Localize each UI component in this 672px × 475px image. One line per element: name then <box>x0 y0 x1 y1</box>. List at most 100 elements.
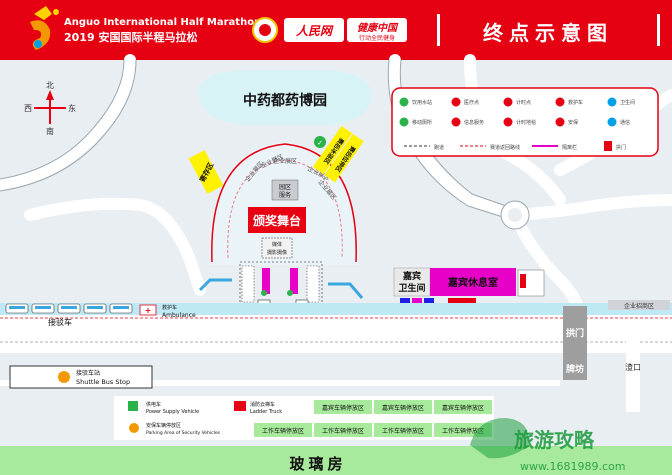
svg-text:企业招商区: 企业招商区 <box>624 302 654 310</box>
work-parking-1 <box>254 423 312 437</box>
legend-icon-6 <box>399 117 409 127</box>
storage-area <box>188 150 224 194</box>
legend-icon-1 <box>399 97 409 107</box>
svg-text:南: 南 <box>46 126 54 136</box>
guest-parking-1 <box>314 400 372 414</box>
svg-text:北: 北 <box>46 81 54 90</box>
work-parking-2 <box>314 423 372 437</box>
svg-text:消防云梯车: 消防云梯车 <box>250 401 275 408</box>
page-title: 终点示意图 <box>483 21 613 45</box>
shuttle-label: 接驳车 <box>48 317 72 327</box>
event-name-en: Anguo International Half Marathon <box>64 17 261 28</box>
svg-text:嘉宾休息室: 嘉宾休息室 <box>447 276 498 289</box>
compass: 北 南 东 西 <box>24 81 76 136</box>
legend-icon-7 <box>451 117 461 127</box>
vip-lounge <box>430 268 516 296</box>
legend-label-3: 计时点 <box>516 99 531 106</box>
svg-text:西: 西 <box>24 104 32 113</box>
bus-icon <box>58 371 70 383</box>
svg-text:✓: ✓ <box>317 139 323 147</box>
title-divider-right <box>657 14 660 46</box>
legend-label-9: 安保 <box>568 119 578 126</box>
legend-icon-3 <box>503 97 513 107</box>
title-divider-left <box>437 14 440 46</box>
svg-text:渣口: 渣口 <box>625 362 641 372</box>
award-stage <box>248 207 306 233</box>
legend-label-1: 饮用水站 <box>412 99 432 106</box>
legend-label-10: 通信 <box>620 119 630 126</box>
svg-text:工作车辆停放区: 工作车辆停放区 <box>442 427 484 435</box>
toilet-icon <box>314 136 326 148</box>
work-parking-3 <box>374 423 432 437</box>
ambulance-icon <box>139 304 157 316</box>
legend-label-5: 卫生间 <box>620 99 635 106</box>
svg-text:嘉宾车辆停放区: 嘉宾车辆停放区 <box>442 404 484 412</box>
legend-icon-9 <box>555 117 565 127</box>
museum-park <box>198 70 372 125</box>
side-road <box>626 340 640 412</box>
svg-text:Power Supply Vehicle: Power Supply Vehicle <box>146 409 199 415</box>
legend-icon-8 <box>503 117 513 127</box>
svg-text:Parking Area of Security Vehic: Parking Area of Security Vehicles <box>146 430 221 436</box>
svg-text:摄影摄像: 摄影摄像 <box>267 249 287 256</box>
finish-arc-inner <box>227 159 343 259</box>
svg-text:接驳车站: 接驳车站 <box>76 369 100 377</box>
event-name-cn: 2019 安国国际半程马拉松 <box>64 30 197 44</box>
ladder-truck-legend: 消防云梯车 Ladder Truck <box>234 401 282 415</box>
guest-parking-2 <box>374 400 432 414</box>
bus-stop-label: Shuttle Bus Stop <box>76 378 130 386</box>
event-logo <box>30 6 59 50</box>
blue-walkway <box>0 303 672 315</box>
svg-text:工作车辆停放区: 工作车辆停放区 <box>262 427 304 435</box>
legend-icon-4 <box>555 97 565 107</box>
power-supply-legend: 供电车 Power Supply Vehicle <box>128 401 199 415</box>
legend-label-7: 信息服务 <box>464 119 484 126</box>
shuttle-bus-row <box>5 303 133 314</box>
svg-text:工作车辆停放区: 工作车辆停放区 <box>322 427 364 435</box>
legend-line-4: 拱门 <box>616 144 626 151</box>
svg-text:嘉宾: 嘉宾 <box>402 270 421 282</box>
svg-text:服务: 服务 <box>279 191 291 199</box>
media-area <box>261 237 293 259</box>
arch-road <box>563 306 587 380</box>
sponsor-health-logo: 健康中国 <box>357 22 399 34</box>
svg-text:东: 东 <box>68 103 76 113</box>
svg-text:嘉宾车辆停放区: 嘉宾车辆停放区 <box>322 404 364 412</box>
enterprise-lounge-tag <box>608 300 670 310</box>
legend-icon-10 <box>607 117 617 127</box>
svg-text:行动全民健身: 行动全民健身 <box>359 34 395 42</box>
museum-label: 中药都药博园 <box>243 92 327 109</box>
legend-label-6: 移动厕所 <box>412 119 432 126</box>
plaza-edge-left <box>198 278 232 292</box>
watermark-text: 旅游攻略 <box>514 428 595 452</box>
finish-plaza <box>209 142 359 265</box>
svg-text:安保车辆停放区: 安保车辆停放区 <box>146 422 181 429</box>
legend-icon-2 <box>451 97 461 107</box>
svg-text:拱门: 拱门 <box>566 327 584 339</box>
watermark-leaf-icon <box>470 418 529 459</box>
svg-text:Ladder Truck: Ladder Truck <box>250 409 282 415</box>
svg-text:供电车: 供电车 <box>146 401 161 408</box>
svg-text:嘉宾车辆停放区: 嘉宾车辆停放区 <box>382 404 424 412</box>
award-stage-label: 颁奖舞台 <box>253 213 301 228</box>
legend-label-4: 救护车 <box>568 99 583 106</box>
ambulance-label: Ambulance <box>162 312 196 319</box>
glass-house-label: 玻璃房 <box>289 455 346 473</box>
legend-line-2: 赛道返回路线 <box>490 144 520 151</box>
svg-text:媒体: 媒体 <box>272 241 282 248</box>
legend-icon-5 <box>607 97 617 107</box>
enterprise-zone-3: 企业展区 <box>273 157 297 165</box>
legend-label-2: 医疗点 <box>464 99 479 106</box>
svg-text:卫生间: 卫生间 <box>398 282 425 294</box>
guest-parking-3 <box>434 400 492 414</box>
svg-text:救护车: 救护车 <box>162 304 177 311</box>
svg-text:+: + <box>145 306 152 315</box>
park-service-box <box>271 179 299 201</box>
svg-text:工作车辆停放区: 工作车辆停放区 <box>382 427 424 435</box>
watermark-url: www.1681989.com <box>520 460 625 473</box>
legend-label-8: 计时地毯 <box>516 119 536 126</box>
svg-text:牌坊: 牌坊 <box>566 363 584 375</box>
legend-box: 饮用水站医疗点计时点救护车卫生间移动厕所信息服务计时地毯安保通信 跑道 赛道返回… <box>391 87 659 157</box>
